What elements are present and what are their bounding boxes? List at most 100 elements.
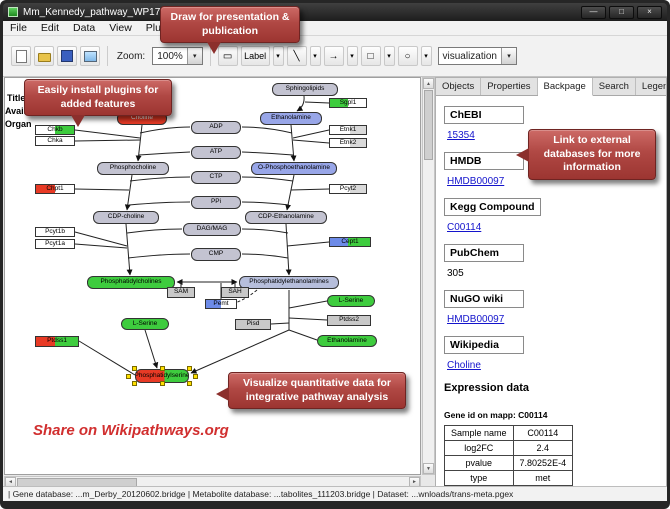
save-button[interactable] [57, 46, 77, 66]
node-ctp[interactable]: CTP [191, 171, 241, 184]
node-etnk1[interactable]: Etnk1 [329, 125, 367, 135]
tab-legend[interactable]: Legend [635, 78, 666, 95]
node-sam[interactable]: SAM [167, 287, 195, 298]
node-adp[interactable]: ADP [191, 121, 241, 134]
node-ethanolamine-top[interactable]: Ethanolamine [260, 112, 322, 125]
node-phosphocholine[interactable]: Phosphocholine [97, 162, 169, 175]
zoom-combobox[interactable]: 100%▾ [152, 47, 203, 65]
minimize-button[interactable]: — [581, 5, 606, 19]
visualization-combobox[interactable]: visualization▾ [437, 47, 517, 65]
tab-objects[interactable]: Objects [436, 78, 482, 95]
node-sah[interactable]: SAH [221, 287, 249, 298]
node-o-phosphoethanolamine[interactable]: O-Phosphoethanolamine [251, 162, 337, 175]
node-pcyt1a[interactable]: Pcyt1a [35, 239, 75, 249]
scroll-up-icon[interactable]: ▲ [423, 78, 434, 89]
table-cell: met [512, 470, 574, 486]
chevron-down-icon[interactable]: ▾ [186, 48, 202, 64]
ellipse-tool-button[interactable]: ○ [397, 46, 418, 66]
line-tool-button[interactable]: ╲ [286, 46, 307, 66]
line-tool-dropdown-icon[interactable]: ▾ [309, 46, 321, 66]
vertical-scroll-thumb[interactable] [424, 90, 433, 160]
ellipse-tool-dropdown-icon[interactable]: ▾ [420, 46, 432, 66]
section-header-nugo-wiki: NuGO wiki [444, 290, 524, 308]
table-cell: 7.80252E-4 [512, 455, 574, 471]
section-value-nugo-wiki[interactable]: HMDB00097 [447, 314, 505, 325]
node-pcyt1b[interactable]: Pcyt1b [35, 227, 75, 237]
node-l-serine-left[interactable]: L-Serine [121, 318, 169, 330]
export-image-button[interactable] [80, 46, 100, 66]
chevron-down-icon[interactable]: ▾ [501, 48, 516, 64]
selection-handle[interactable] [187, 381, 192, 386]
canvas-info-text: Avail [5, 106, 27, 116]
node-cdp-ethanolamine[interactable]: CDP-Ethanolamine [245, 211, 327, 224]
table-cell: C00114 [512, 425, 574, 441]
section-value-wikipedia[interactable]: Choline [447, 360, 481, 371]
label-tool-dropdown-icon[interactable]: ▾ [272, 46, 284, 66]
section-value-kegg-compound[interactable]: C00114 [447, 222, 482, 233]
scroll-down-icon[interactable]: ▼ [423, 463, 434, 474]
node-chkb[interactable]: Chkb [35, 125, 75, 135]
label-tool-button[interactable]: Label [240, 46, 270, 66]
table-cell: type [444, 470, 514, 486]
node-etnk2[interactable]: Etnk2 [329, 138, 367, 148]
selection-handle[interactable] [193, 374, 198, 379]
arrow-tool-button[interactable]: → [323, 46, 344, 66]
selection-handle[interactable] [160, 366, 165, 371]
node-pemt[interactable]: Pemt [205, 299, 237, 309]
window-controls: —□× [581, 5, 662, 19]
node-phosphatidylcholines[interactable]: Phosphatidylcholines [87, 276, 175, 289]
node-sgpl1[interactable]: Sgpl1 [329, 98, 367, 108]
node-atp[interactable]: ATP [191, 146, 241, 159]
rect-tool-dropdown-icon[interactable]: ▾ [383, 46, 395, 66]
node-ethanolamine-bottom[interactable]: Ethanolamine [317, 335, 377, 347]
toolbar-separator [209, 46, 211, 66]
maximize-button[interactable]: □ [609, 5, 634, 19]
node-ptdss2[interactable]: Ptdss2 [327, 315, 371, 326]
table-cell: 2.4 [512, 440, 574, 456]
datanode-tool-button[interactable]: ▭ [217, 46, 238, 66]
node-pcyt2[interactable]: Pcyt2 [329, 184, 367, 194]
menu-file[interactable]: File [10, 22, 27, 34]
menu-edit[interactable]: Edit [40, 22, 60, 34]
close-button[interactable]: × [637, 5, 662, 19]
tab-search[interactable]: Search [592, 78, 636, 95]
selection-handle[interactable] [132, 366, 137, 371]
selection-handle[interactable] [187, 366, 192, 371]
rect-tool-button[interactable]: □ [360, 46, 381, 66]
callout-quantitative-data: Visualize quantitative data for integrat… [216, 372, 406, 410]
selection-handle[interactable] [126, 374, 131, 379]
selection-handle[interactable] [132, 381, 137, 386]
menu-data[interactable]: Data [73, 22, 96, 34]
tab-properties[interactable]: Properties [481, 78, 538, 95]
node-chka[interactable]: Chka [35, 136, 75, 146]
node-ppi[interactable]: PPi [191, 196, 241, 209]
node-l-serine-right[interactable]: L-Serine [327, 295, 375, 307]
arrow-tool-dropdown-icon[interactable]: ▾ [346, 46, 358, 66]
node-phosphatidylethanolamines[interactable]: Phosphatidylethanolamines [239, 276, 339, 289]
menubar: FileEditDataViewPluginsHelp [3, 21, 667, 36]
node-sphingolipids[interactable]: Sphingolipids [272, 83, 338, 96]
selection-handle[interactable] [160, 381, 165, 386]
gene-id-label: Gene id on mapp: C00114 [444, 410, 548, 420]
new-file-button[interactable] [11, 46, 31, 66]
node-pisd[interactable]: Pisd [235, 319, 271, 330]
section-value-hmdb[interactable]: HMDB00097 [447, 176, 505, 187]
node-dag-mag[interactable]: DAG/MAG [183, 223, 241, 236]
tab-backpage[interactable]: Backpage [537, 78, 593, 96]
node-chpt1[interactable]: Chpt1 [35, 184, 75, 194]
canvas-info-text: Title: [7, 93, 29, 103]
expression-data-title: Expression data [444, 382, 529, 394]
section-value-chebi[interactable]: 15354 [447, 130, 475, 141]
node-ptdss1[interactable]: Ptdss1 [35, 336, 79, 347]
node-cmp[interactable]: CMP [191, 248, 241, 261]
menu-view[interactable]: View [109, 22, 132, 34]
window-title: Mm_Kennedy_pathway_WP1771_45176.gpml [23, 6, 230, 18]
vertical-scrollbar[interactable]: ▲ ▼ [422, 77, 435, 475]
node-cdp-choline[interactable]: CDP-choline [93, 211, 159, 224]
open-button[interactable] [34, 46, 54, 66]
node-cept1[interactable]: Cept1 [329, 237, 371, 247]
